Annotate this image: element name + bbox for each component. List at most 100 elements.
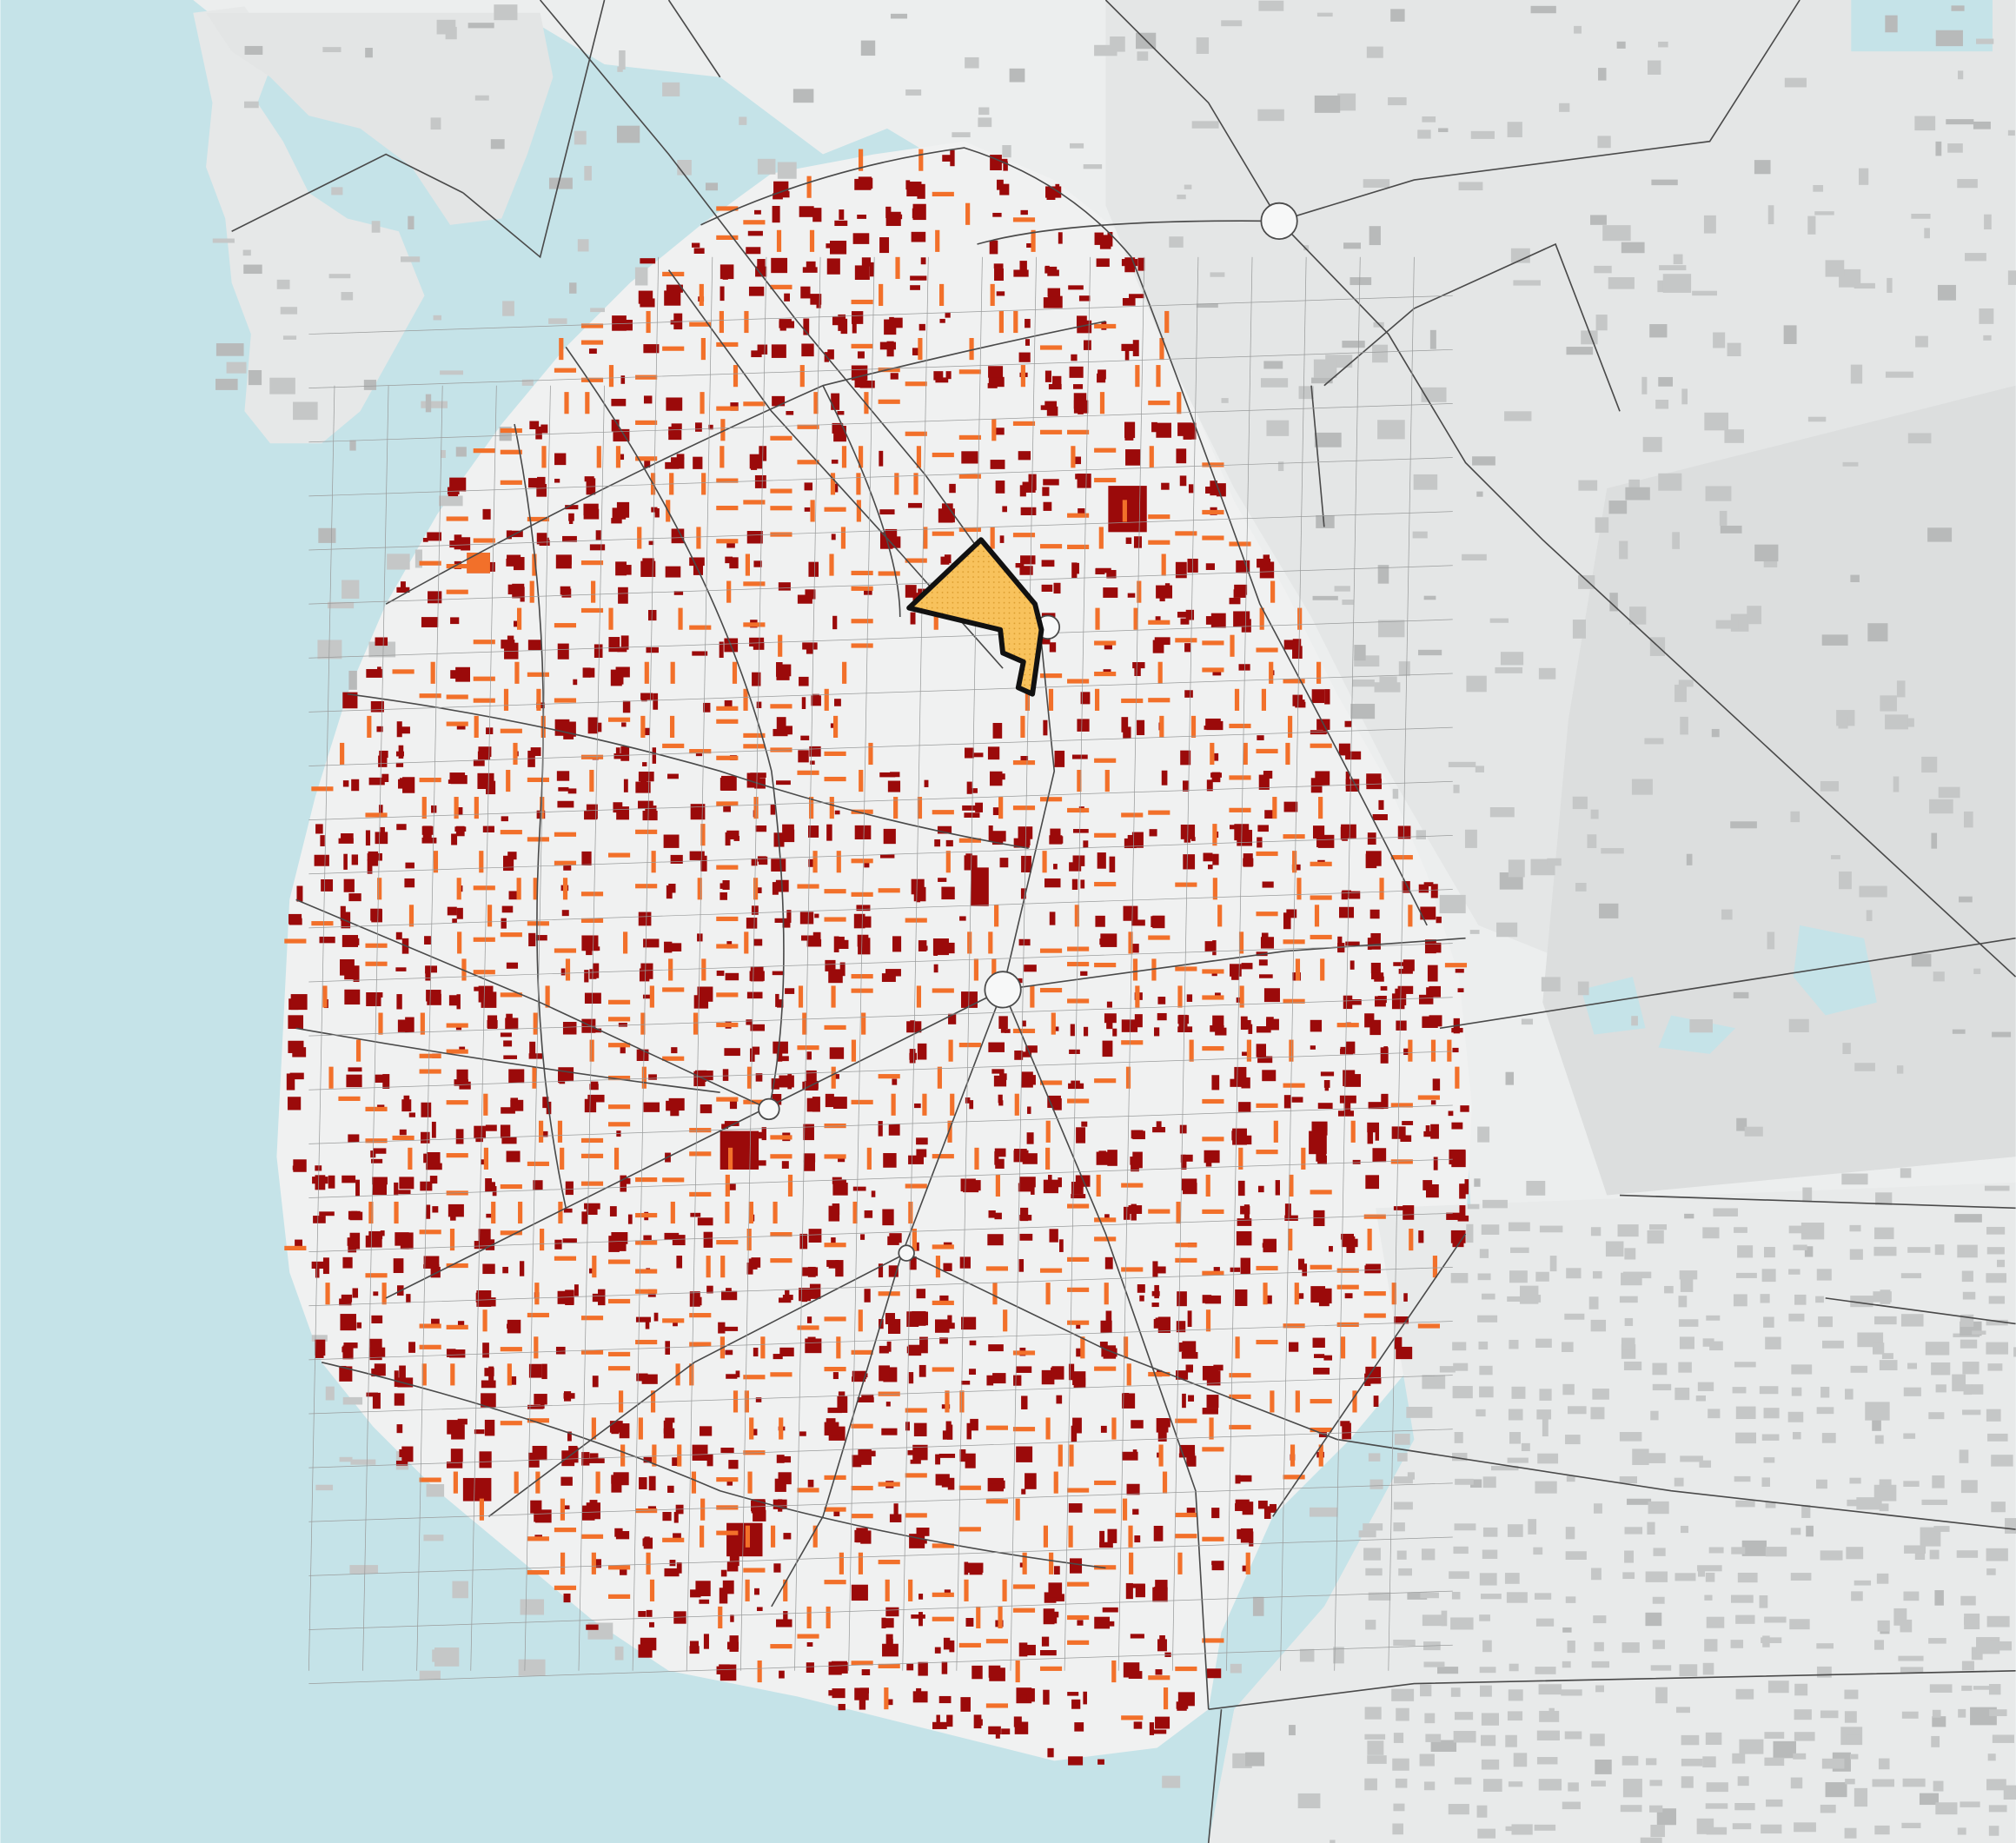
gray-building	[1761, 1824, 1782, 1834]
gray-building	[1933, 971, 1945, 982]
dark-red-building	[1342, 890, 1351, 898]
orange-building	[797, 770, 819, 775]
dark-red-building	[1155, 1580, 1168, 1591]
dark-red-building	[567, 1431, 572, 1442]
orange-building	[580, 892, 604, 897]
dark-red-building	[562, 1022, 577, 1035]
dark-red-building	[934, 839, 941, 847]
orange-blocks-layer	[284, 149, 1468, 1720]
gray-building	[1430, 1740, 1457, 1752]
gray-building	[1601, 848, 1624, 854]
orange-building	[716, 1097, 739, 1102]
dark-red-building	[356, 1322, 362, 1329]
gray-building	[1986, 1319, 2008, 1326]
dark-red-building	[1155, 1317, 1170, 1325]
gray-building	[1507, 1296, 1529, 1303]
dark-red-building	[1044, 878, 1061, 888]
dark-red-building	[1275, 1180, 1280, 1196]
gray-building	[1929, 1684, 1953, 1693]
gray-building	[1598, 68, 1607, 81]
dark-red-building	[1242, 1051, 1249, 1057]
dark-red-building	[1284, 1215, 1298, 1221]
gray-building	[1316, 12, 1333, 17]
gray-building	[1901, 1822, 1921, 1828]
dark-red-building	[638, 800, 653, 809]
dark-red-building	[689, 1641, 699, 1648]
dark-red-building	[703, 702, 711, 713]
gray-building	[1885, 714, 1908, 730]
orange-building	[836, 1336, 841, 1359]
gray-building	[1791, 1387, 1802, 1396]
dark-red-building	[582, 667, 591, 678]
orange-building	[608, 1259, 631, 1264]
orange-building	[377, 878, 382, 900]
dark-red-building	[665, 461, 680, 469]
gray-building	[1490, 1466, 1519, 1471]
gray-building	[1482, 1199, 1508, 1209]
orange-building	[554, 1256, 577, 1261]
orange-building	[1067, 1098, 1090, 1104]
dark-red-building	[912, 1310, 926, 1326]
orange-building	[779, 1417, 784, 1440]
orange-building	[1069, 1444, 1074, 1467]
dark-red-building	[534, 1394, 547, 1405]
dark-red-building	[939, 1337, 948, 1344]
orange-building	[591, 1552, 596, 1575]
gray-building	[322, 47, 342, 53]
orange-building	[1177, 1552, 1183, 1575]
dark-red-building	[672, 1235, 686, 1246]
dark-red-building	[1365, 853, 1377, 869]
orange-building	[595, 1471, 600, 1494]
orange-building	[1039, 1080, 1063, 1085]
dark-red-building	[724, 699, 733, 709]
orange-building	[1296, 878, 1302, 900]
dark-red-building	[1375, 1124, 1380, 1141]
dark-red-building	[315, 1262, 320, 1278]
dark-red-building	[932, 938, 949, 956]
dark-red-building	[594, 644, 603, 658]
orange-building	[635, 456, 658, 461]
dark-red-building	[584, 476, 594, 482]
dark-red-building	[1258, 774, 1270, 790]
dark-red-building	[726, 1561, 739, 1572]
dark-red-building	[1343, 1100, 1351, 1112]
orange-building	[1256, 1339, 1278, 1345]
dark-red-building	[474, 986, 483, 991]
gray-building	[1602, 225, 1631, 242]
gray-building	[1343, 242, 1362, 249]
gray-building	[1850, 364, 1863, 384]
orange-building	[527, 1536, 549, 1541]
orange-building	[1123, 1336, 1129, 1359]
orange-building	[743, 581, 766, 587]
orange-building	[608, 1565, 631, 1570]
gray-building	[1647, 1230, 1664, 1244]
gray-building	[1706, 1616, 1725, 1628]
gray-building	[1406, 1407, 1433, 1418]
orange-building	[797, 1045, 819, 1051]
gray-building	[1477, 1828, 1496, 1839]
gray-building	[1831, 855, 1840, 859]
dark-red-building	[990, 1483, 998, 1490]
orange-building	[958, 1642, 981, 1648]
dark-red-building	[447, 1420, 463, 1435]
dark-red-building	[1157, 1639, 1167, 1652]
orange-building	[1012, 217, 1036, 222]
dark-red-building	[573, 679, 578, 686]
gray-building	[1534, 1824, 1556, 1831]
dark-red-building	[640, 693, 653, 700]
gray-building	[1377, 420, 1405, 440]
gray-building	[1879, 1360, 1898, 1370]
gray-building	[1177, 194, 1186, 200]
orange-building	[535, 1471, 540, 1494]
dark-red-building	[592, 722, 602, 733]
orange-building	[1094, 688, 1100, 711]
gray-building	[1535, 1271, 1549, 1282]
dark-red-building	[998, 1016, 1008, 1030]
gray-building	[1842, 461, 1859, 467]
dark-red-building	[1109, 856, 1116, 872]
orange-building	[851, 1485, 873, 1491]
dark-red-building	[1152, 915, 1165, 929]
gray-building	[1652, 1640, 1665, 1649]
gray-building	[440, 370, 464, 375]
dark-red-building	[1157, 1012, 1167, 1021]
